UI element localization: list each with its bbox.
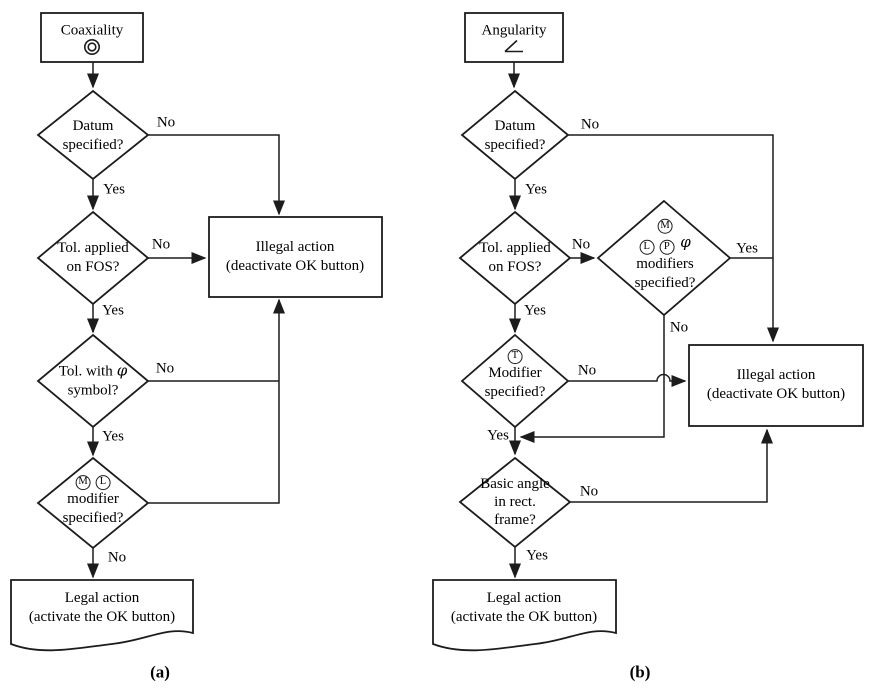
label-line: Legal action (64, 590, 140, 606)
caption-a: (a) (150, 662, 170, 682)
label-yes-fos-b: Yes (524, 302, 546, 319)
decision-datum-a-label: Datum specified? (63, 117, 124, 155)
mmc-modifier-icon: M (657, 218, 673, 234)
label-line: Illegal action (255, 239, 335, 255)
label-yes-datum-a: Yes (103, 181, 125, 198)
phi-symbol: φ (116, 361, 128, 380)
label-no-fos-b: No (571, 236, 591, 253)
label-line: Modifier (488, 364, 542, 381)
label-line: symbol? (67, 382, 119, 399)
label-line: Illegal action (736, 367, 816, 383)
label-line: (activate the OK button) (28, 609, 176, 625)
decision-fos-b-label: Tol. applied on FOS? (479, 239, 550, 277)
label-no-modifiers-b: No (669, 319, 689, 336)
arrow-modifier-to-illegal-a (148, 298, 285, 504)
label-yes-t-modifier-b: Yes (487, 427, 509, 444)
label-line: specified? (634, 274, 696, 291)
label-no-modifier-a: No (107, 549, 127, 566)
arrow-t-modifier-no-b (568, 373, 687, 387)
label-no-tol-phi-a: No (155, 360, 175, 377)
label-fragment: Tol. with (58, 363, 113, 380)
legal-action-a-label: Legal action (activate the OK button) (29, 589, 175, 627)
start-title-b: Angularity (481, 22, 547, 39)
label-yes-fos-a: Yes (102, 302, 124, 319)
label-yes-datum-b: Yes (525, 181, 547, 198)
illegal-action-box-b (688, 344, 864, 427)
label-line: (deactivate OK button) (225, 258, 365, 274)
lmc-modifier-icon: L (639, 239, 655, 255)
label-line: T (485, 344, 546, 364)
decision-t-modifier-b-label: T Modifier specified? (484, 344, 546, 402)
label-no-basic-angle-b: No (579, 483, 599, 500)
label-line: Basic angle (480, 476, 550, 492)
label-no-datum-a: No (156, 114, 176, 131)
label-line: (deactivate OK button) (706, 386, 846, 402)
label-line: on FOS? (488, 259, 542, 275)
label-line: in rect. (494, 494, 536, 510)
label-line: specified? (62, 509, 124, 526)
illegal-action-a-label: Illegal action (deactivate OK button) (226, 238, 364, 276)
angularity-symbol-icon (503, 39, 525, 60)
legal-action-b-label: Legal action (activate the OK button) (451, 589, 597, 627)
label-line: Tol. applied (57, 240, 129, 256)
label-line: Legal action (486, 590, 562, 606)
lmc-modifier-icon: L (95, 474, 111, 490)
label-line: Datum (72, 118, 114, 134)
label-no-datum-b: No (580, 116, 600, 133)
arrow-modifiers-no-b (519, 315, 665, 443)
phi-symbol: φ (680, 232, 691, 251)
start-title-a: Coaxiality (60, 22, 124, 39)
label-line: on FOS? (66, 259, 120, 275)
mmc-modifier-icon: M (75, 474, 91, 490)
label-yes-modifiers-b: Yes (736, 240, 758, 257)
caption-b: (b) (629, 662, 651, 682)
label-line: Tol. applied (479, 240, 551, 256)
label-line: specified? (484, 137, 546, 153)
decision-fos-a-label: Tol. applied on FOS? (57, 239, 128, 277)
label-line: specified? (484, 383, 546, 400)
legal-action-doc-a (10, 579, 194, 652)
label-line: specified? (62, 137, 124, 153)
illegal-action-b-label: Illegal action (deactivate OK button) (707, 366, 845, 404)
decision-datum-b-label: Datum specified? (485, 117, 546, 155)
legal-action-doc-b (432, 579, 617, 652)
start-box-angularity (464, 12, 564, 63)
arrow-basic-angle-no-b (570, 428, 773, 503)
label-line: (activate the OK button) (450, 609, 598, 625)
label-line: M (635, 214, 696, 234)
label-no-t-modifier-b: No (577, 362, 597, 379)
label-line: modifiers (636, 255, 694, 272)
label-yes-tol-phi-a: Yes (102, 428, 124, 445)
label-line: frame? (494, 512, 536, 528)
label-yes-basic-angle-b: Yes (526, 547, 548, 564)
label-line: Datum (494, 118, 536, 134)
projected-modifier-icon: P (659, 239, 675, 255)
decision-basic-angle-b-label: Basic angle in rect. frame? (480, 475, 550, 529)
tangent-plane-modifier-icon: T (507, 348, 523, 364)
arrow-datum-no-b (568, 134, 779, 343)
label-line: modifier (67, 490, 119, 507)
coaxiality-symbol-icon (82, 37, 102, 63)
label-no-fos-a: No (151, 236, 171, 253)
illegal-action-box-a (208, 216, 383, 298)
arrow-datum-no-a (148, 134, 285, 216)
